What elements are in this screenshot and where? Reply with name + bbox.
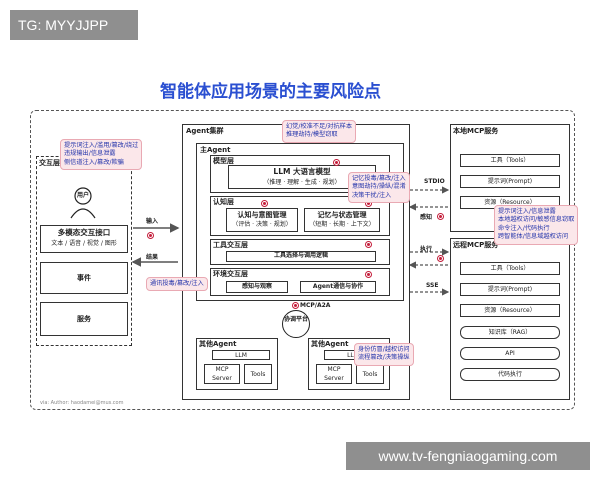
- other-agent-right-tools[interactable]: Tools: [356, 364, 384, 384]
- risk-note-mcp-access: 提示词注入/信息泄露 本地越权访问/敏感信息窃取 命令注入/代码执行 跨智能体/…: [494, 205, 579, 245]
- llm-label: LLM 大语言模型: [273, 167, 331, 176]
- other-agent-left-label: 其他Agent: [199, 340, 237, 348]
- cognition-intent-label: 认知与意图管理: [237, 211, 287, 219]
- risk-marker-tools: [366, 242, 371, 247]
- multimodal-interface-label: 多模态交互接口: [57, 228, 111, 237]
- cognition-intent-box[interactable]: [226, 208, 298, 232]
- multimodal-interface[interactable]: [40, 225, 128, 253]
- user-icon: [70, 187, 96, 219]
- risk-marker-llm: [334, 160, 339, 165]
- risk-marker-sse: [438, 256, 443, 261]
- other-agent-right-mcp[interactable]: MCP Server: [316, 364, 352, 384]
- other-agent-left-mcp[interactable]: MCP Server: [204, 364, 240, 384]
- author-credit: via: Author: haodamei@mus.com: [40, 400, 124, 406]
- remote-mcp-api[interactable]: API: [460, 347, 560, 360]
- protocol-label: MCP/A2A: [300, 302, 331, 309]
- perception-box[interactable]: [226, 281, 288, 293]
- remote-mcp-tools[interactable]: 工具（Tools）: [460, 262, 560, 275]
- risk-note-identity: 身份仿冒/越权访问 流程篡改/决策操纵: [354, 343, 414, 366]
- sse-flow-label: SSE: [426, 282, 439, 289]
- user-label: 用户: [76, 192, 89, 199]
- other-agent-left-llm[interactable]: LLM: [212, 350, 270, 360]
- outer-frame: [30, 110, 575, 410]
- risk-marker-input: [148, 233, 153, 238]
- services-label: 服务: [77, 315, 91, 323]
- risk-marker-cognition: [262, 201, 267, 206]
- risk-marker-env: [366, 272, 371, 277]
- result-flow-label: 结果: [146, 254, 159, 261]
- risk-marker-stdio: [438, 214, 443, 219]
- local-mcp-label: 本地MCP服务: [453, 127, 499, 135]
- remote-mcp-prompt[interactable]: 提示词(Prompt): [460, 283, 560, 296]
- other-agent-left-tools[interactable]: Tools: [244, 364, 272, 384]
- tool-layer-label: 工具交互层: [213, 241, 248, 249]
- remote-mcp-resource[interactable]: 资源（Resource）: [460, 304, 560, 317]
- perceive-flow-label: 感知: [420, 214, 433, 221]
- risk-note-hallucination: 幻觉/校准不足/对抗样本 推理劫持/模型窃取: [282, 120, 357, 143]
- cognition-intent-sub: （评估 · 决策 · 规划）: [232, 221, 292, 228]
- risk-marker-coord: [293, 303, 298, 308]
- environment-layer-label: 环境交互层: [213, 270, 248, 278]
- risk-note-memory-poisoning: 记忆投毒/篡改/注入 意图劫持/操纵/混淆 决策干扰/注入: [348, 172, 410, 204]
- watermark-bottom: www.tv-fengniaogaming.com: [346, 442, 590, 470]
- perception-label: 感知与观察: [241, 283, 272, 290]
- input-flow-label: 输入: [146, 218, 159, 225]
- agent-communication-box[interactable]: [300, 281, 376, 293]
- agent-communication-label: Agent通信与协作: [312, 283, 364, 290]
- execute-flow-label: 执行: [420, 246, 433, 253]
- tool-selection-label: 工具选择与调用逻辑: [273, 252, 328, 259]
- services-box[interactable]: [40, 302, 128, 336]
- watermark-top: TG: MYYJJPP: [10, 10, 138, 40]
- memory-state-box[interactable]: [304, 208, 380, 232]
- stdio-flow-label: STDIO: [424, 178, 445, 185]
- memory-state-sub: （短期 · 长期 · 上下文）: [309, 221, 375, 228]
- risk-note-communication: 通讯投毒/篡改/注入: [146, 277, 208, 292]
- multimodal-modalities: 文本 / 语音 / 视觉 / 图形: [51, 240, 117, 247]
- remote-mcp-code-exec[interactable]: 代码执行: [460, 368, 560, 381]
- diagram-title: 智能体应用场景的主要风险点: [160, 82, 381, 102]
- remote-mcp-label: 远程MCP服务: [453, 241, 499, 249]
- remote-mcp-rag[interactable]: 知识库（RAG）: [460, 326, 560, 339]
- coordination-platform[interactable]: [282, 310, 310, 338]
- other-agent-right-label: 其他Agent: [311, 340, 349, 348]
- local-mcp-tools[interactable]: 工具（Tools）: [460, 154, 560, 167]
- local-mcp-prompt[interactable]: 提示词(Prompt): [460, 175, 560, 188]
- coordination-platform-label: 协调平台: [283, 316, 308, 323]
- agent-cluster-label: Agent集群: [186, 127, 224, 135]
- main-agent-label: 主Agent: [200, 146, 231, 154]
- interaction-layer-label: 交互层: [39, 159, 60, 167]
- events-label: 事件: [77, 274, 91, 282]
- llm-sub: （推理 · 理解 · 生成 · 规划）: [263, 179, 341, 186]
- memory-state-label: 记忆与状态管理: [317, 211, 367, 219]
- tool-selection-box[interactable]: [226, 251, 376, 262]
- cognition-layer-label: 认知层: [213, 198, 234, 206]
- events-box[interactable]: [40, 262, 128, 294]
- risk-note-prompt-injection: 提示词注入/滥用/篡改/绕过 违规输出/信息泄露 侧信道注入/篡改/欺骗: [60, 139, 143, 171]
- model-layer-label: 模型层: [213, 157, 234, 165]
